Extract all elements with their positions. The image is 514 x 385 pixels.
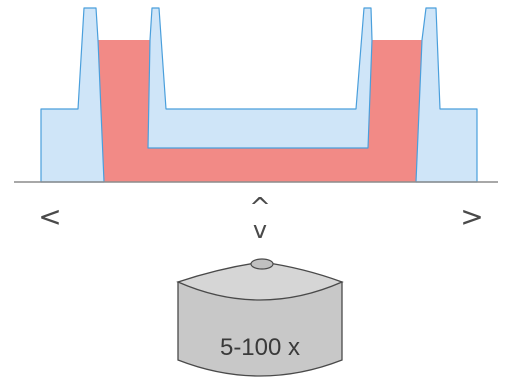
tank-label: 5-100 x (220, 334, 300, 361)
left-arrow-symbol: < (38, 200, 61, 233)
structure-outline (40, 7, 478, 183)
right-structure (415, 7, 478, 183)
tank-roof (176, 261, 344, 301)
up-arrow-symbol: ^ (249, 193, 271, 223)
tank: 5-100 x (176, 258, 344, 377)
left-structure (40, 7, 105, 183)
tank-cap (250, 258, 274, 270)
tank-body (177, 281, 343, 377)
right-arrow-symbol: > (460, 200, 483, 233)
inner-u-structure (147, 7, 373, 149)
down-arrow-symbol: v (253, 216, 267, 244)
filled-region (96, 40, 422, 182)
